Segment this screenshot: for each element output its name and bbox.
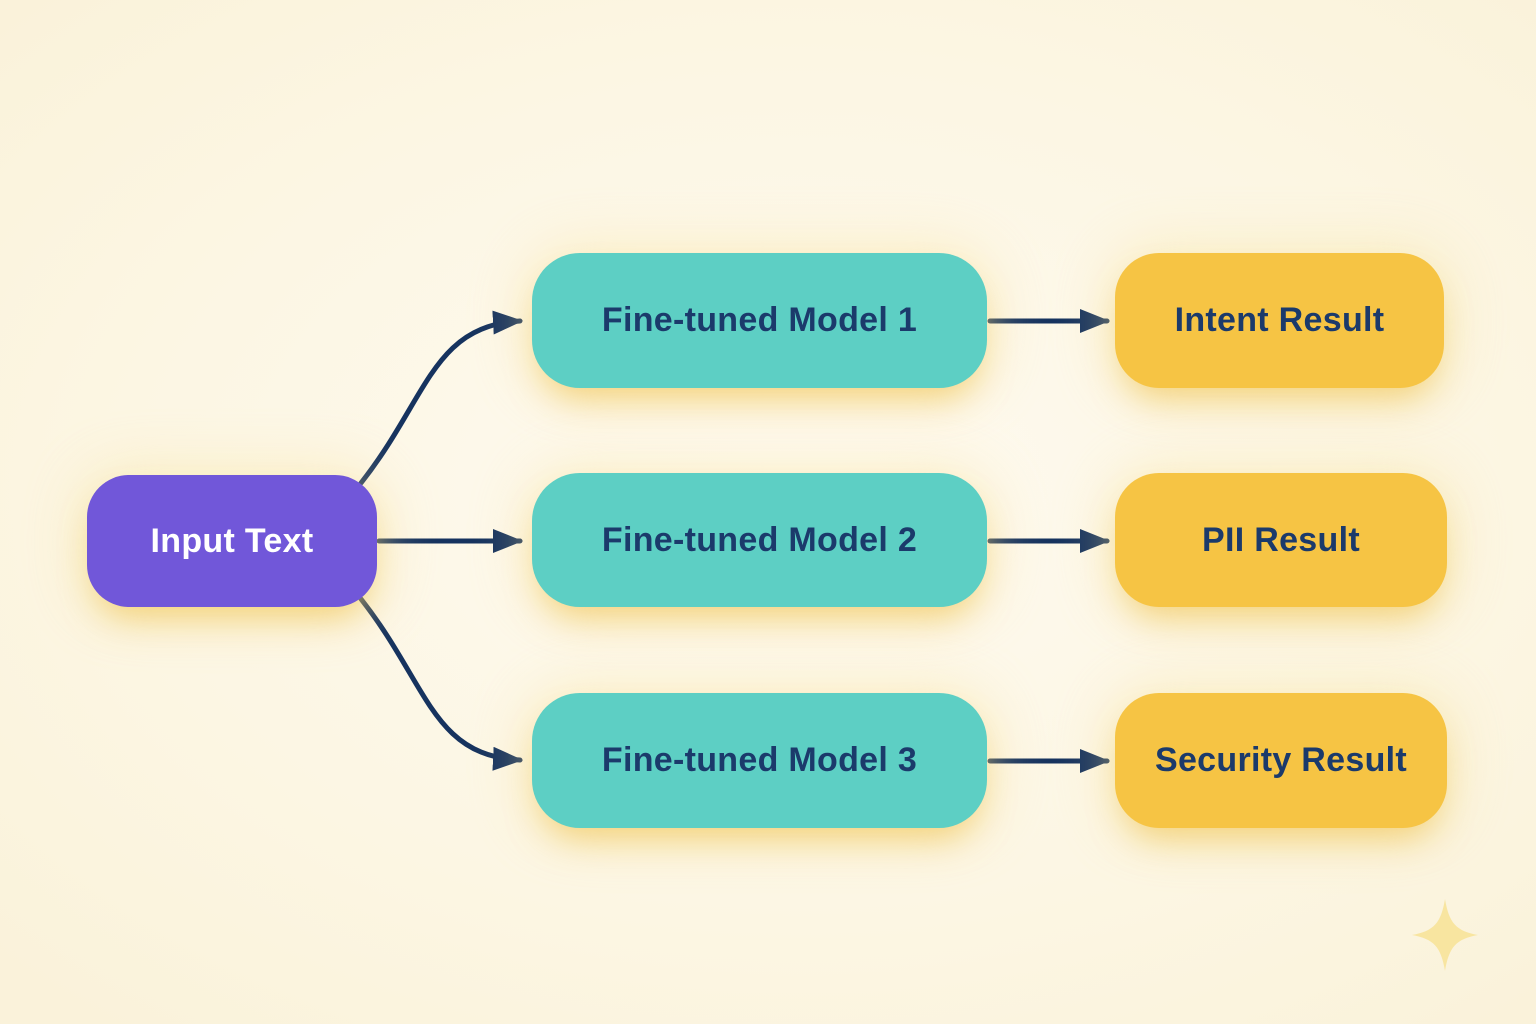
input-text-label: Input Text [150, 521, 314, 560]
arrow-input-to-model3 [358, 596, 523, 771]
fine-tuned-model-2-node: Fine-tuned Model 2 [532, 473, 987, 607]
pii-result-node: PII Result [1115, 473, 1447, 607]
fine-tuned-model-1-node: Fine-tuned Model 1 [532, 253, 987, 388]
fine-tuned-model-2-label: Fine-tuned Model 2 [601, 520, 918, 559]
fine-tuned-model-1-label: Fine-tuned Model 1 [601, 301, 918, 339]
fine-tuned-model-3-node: Fine-tuned Model 3 [532, 693, 987, 828]
security-result-label: Security Result [1154, 741, 1408, 779]
intent-result-node: Intent Result [1115, 253, 1444, 388]
pii-result-label: PII Result [1202, 520, 1360, 559]
arrow-input-to-model1 [358, 310, 523, 486]
input-text-node: Input Text [87, 475, 377, 607]
security-result-node: Security Result [1115, 693, 1447, 828]
fine-tuned-model-3-label: Fine-tuned Model 3 [601, 741, 918, 779]
intent-result-label: Intent Result [1174, 301, 1385, 339]
